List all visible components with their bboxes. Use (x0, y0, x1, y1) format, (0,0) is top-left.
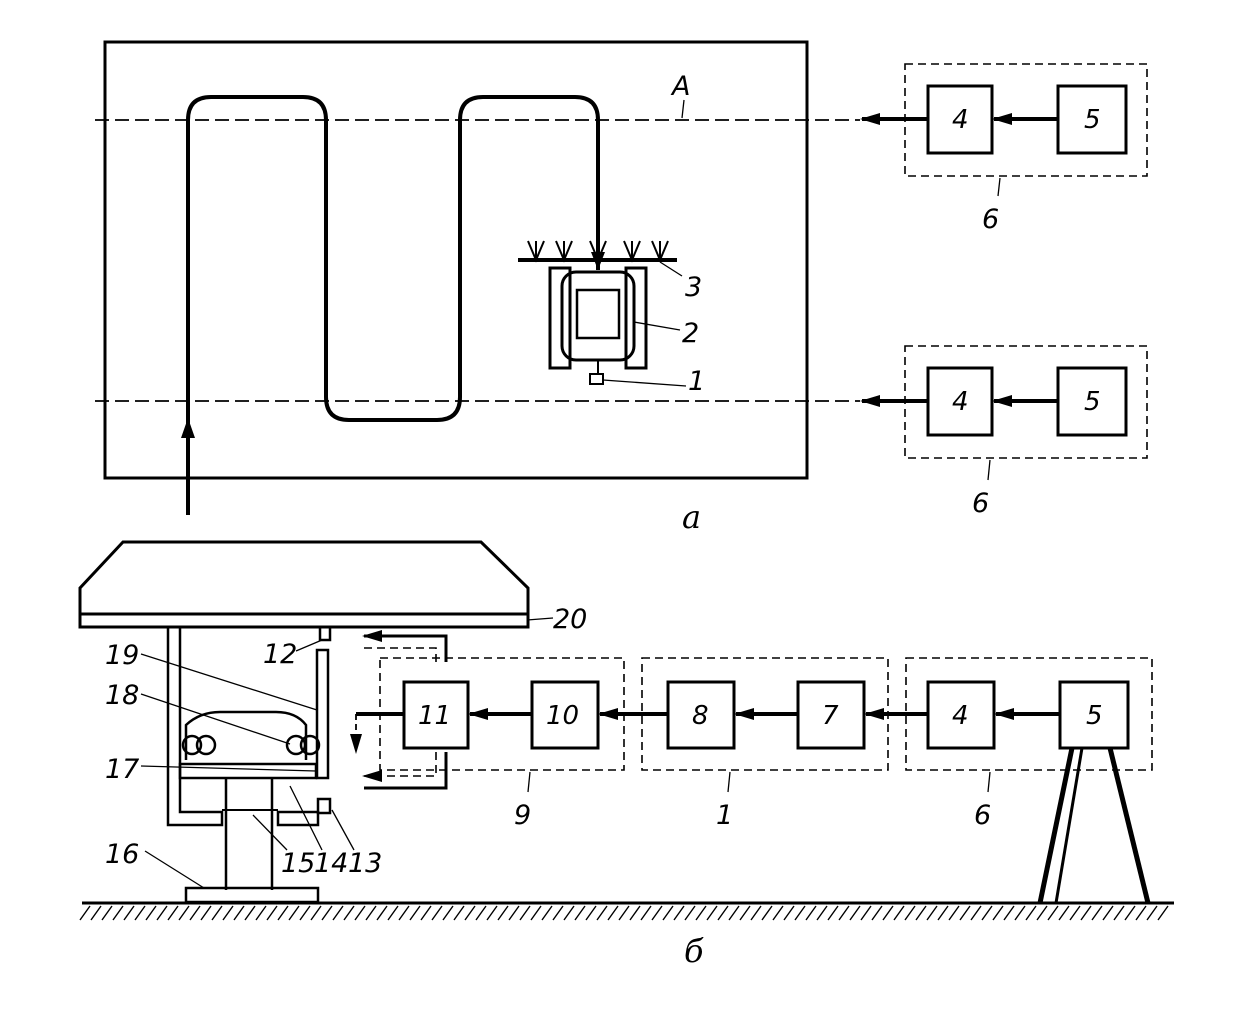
base-16 (184, 886, 320, 904)
label-part-12: 12 (263, 639, 297, 670)
block-4-lower-label: 4 (952, 387, 969, 417)
block-5-lower-label: 5 (1084, 387, 1101, 417)
serpentine-path (186, 95, 600, 515)
block-7-label: 7 (822, 701, 839, 731)
caption-b: б (684, 932, 704, 970)
label-part-15: 15 (281, 848, 315, 879)
label-part-20: 20 (553, 604, 587, 635)
group-6-bottom-label: 6 (974, 800, 991, 831)
label-part-3: 3 (685, 272, 702, 303)
field-plan-view: А 3 2 1 а (95, 40, 860, 536)
block-11-label: 11 (418, 701, 451, 731)
block-4-bottom-label: 4 (952, 701, 969, 731)
group-6-lower-label: 6 (972, 488, 989, 519)
block-5-bottom-label: 5 (1086, 701, 1103, 731)
group-6-bottom (905, 657, 1153, 771)
control-unit-lower: 4 5 6 (860, 345, 1148, 519)
part-12 (318, 625, 332, 642)
block-8-label: 8 (692, 701, 709, 731)
group-6-upper-label: 6 (982, 204, 999, 235)
block-10-label: 10 (546, 701, 579, 731)
label-part-17: 17 (105, 754, 139, 785)
block-4-upper-label: 4 (952, 105, 969, 135)
label-part-2: 2 (682, 318, 699, 349)
canopy-20 (78, 540, 530, 629)
field-boundary (103, 40, 809, 480)
label-part-13: 13 (348, 848, 382, 879)
label-part-18: 18 (105, 680, 139, 711)
label-part-1: 1 (688, 366, 705, 397)
reference-line-label: А (670, 71, 690, 102)
irrigation-machine (548, 266, 648, 385)
block-5-upper-label: 5 (1084, 105, 1101, 135)
part-13 (316, 797, 332, 815)
group-9-label: 9 (514, 800, 531, 831)
sensor-1 (589, 373, 604, 385)
ground (79, 901, 1174, 921)
path-entry-arrow (181, 418, 195, 438)
part-19-plate (315, 648, 330, 780)
label-part-19: 19 (105, 640, 139, 671)
sprinkler-boom (518, 240, 677, 263)
group-1-label: 1 (716, 800, 733, 831)
label-part-16: 16 (105, 839, 139, 870)
support-frame (166, 625, 332, 904)
side-view: 20 (78, 540, 1174, 970)
tripod (1037, 747, 1151, 904)
caption-a: а (682, 498, 701, 536)
label-part-14: 14 (314, 848, 348, 879)
control-unit-upper: 4 5 6 (860, 63, 1148, 235)
